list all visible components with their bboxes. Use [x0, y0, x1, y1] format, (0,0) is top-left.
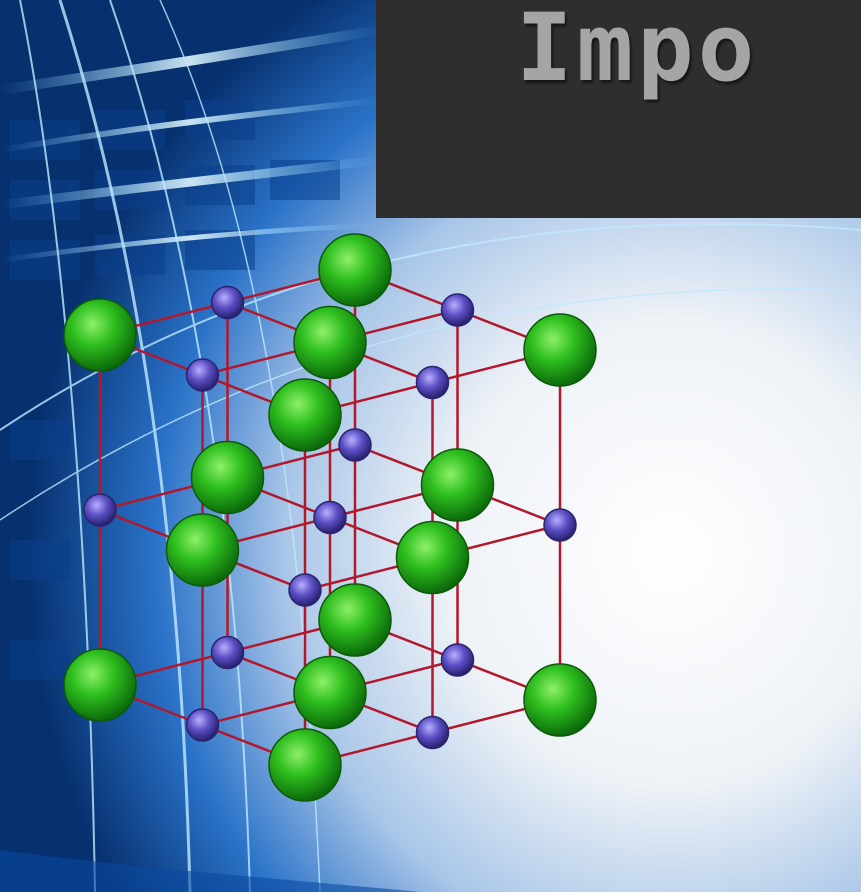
large-ion: [268, 378, 342, 452]
large-ion: [190, 440, 265, 515]
large-ion: [293, 655, 367, 730]
large-ion: [523, 663, 597, 737]
small-ion: [313, 500, 347, 535]
large-ion: [523, 313, 597, 387]
small-ion: [543, 508, 577, 542]
small-ion: [185, 708, 220, 742]
large-ion: [293, 305, 367, 380]
large-ion: [165, 513, 240, 587]
large-ion: [268, 728, 342, 802]
large-ion: [63, 648, 137, 722]
small-ion: [440, 643, 475, 677]
title-panel: Impo: [376, 0, 861, 218]
large-ion: [420, 448, 495, 522]
small-ion: [440, 293, 475, 327]
small-ion: [288, 573, 322, 607]
small-ion: [338, 428, 372, 462]
slide-title: Impo: [516, 0, 759, 103]
large-ion: [318, 583, 392, 657]
small-ion: [185, 358, 220, 392]
large-ion: [63, 298, 137, 372]
small-ion: [415, 715, 450, 750]
small-ion: [210, 635, 245, 670]
large-ion: [395, 520, 470, 595]
small-ion: [415, 365, 450, 400]
large-ion: [318, 233, 392, 307]
small-ion: [83, 493, 117, 527]
small-ion: [210, 285, 245, 320]
